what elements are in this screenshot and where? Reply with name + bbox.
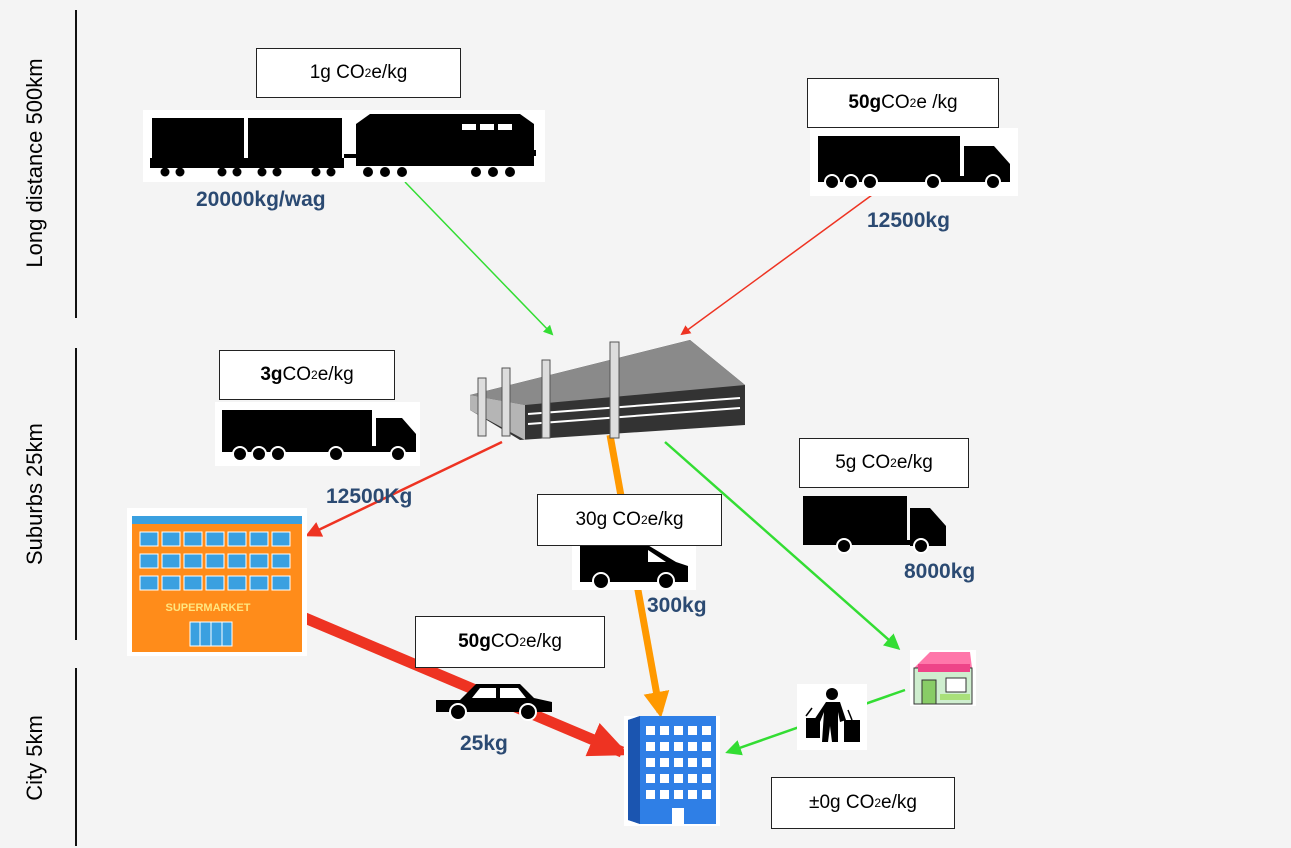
arrow-truck-to-warehouse	[680, 194, 873, 336]
weight-label-van: 300kg	[647, 594, 707, 617]
band-divider-city	[75, 668, 77, 846]
car-icon	[436, 684, 552, 721]
band-divider-suburbs	[75, 348, 77, 640]
weight-label-train: 20000kg/wag	[196, 188, 326, 211]
arrow-warehouse-to-shop	[664, 441, 901, 650]
train-icon	[143, 110, 545, 182]
weight-label-truck-long: 12500kg	[867, 209, 950, 232]
arrow-warehouse-to-supermarket	[305, 440, 503, 537]
weight-label-truck-supermarket: 12500Kg	[326, 485, 413, 508]
truck-shop-icon	[803, 496, 946, 554]
office-building-icon	[624, 716, 720, 826]
arrow-train-to-warehouse	[404, 181, 554, 336]
supermarket-sign: SUPERMARKET	[166, 602, 251, 614]
weight-label-truck-shop: 8000kg	[904, 560, 976, 583]
weight-label-car: 25kg	[460, 732, 508, 755]
arrow-supermarket-to-office	[302, 612, 630, 758]
shopper-icon	[797, 684, 867, 750]
truck-long-icon	[810, 128, 1018, 196]
warehouse-icon	[470, 340, 745, 440]
band-divider-long	[75, 10, 77, 318]
supermarket-icon: SUPERMARKET	[127, 508, 307, 656]
truck-supermarket-icon	[215, 402, 420, 466]
van-icon	[572, 530, 696, 590]
shop-icon	[910, 650, 976, 706]
